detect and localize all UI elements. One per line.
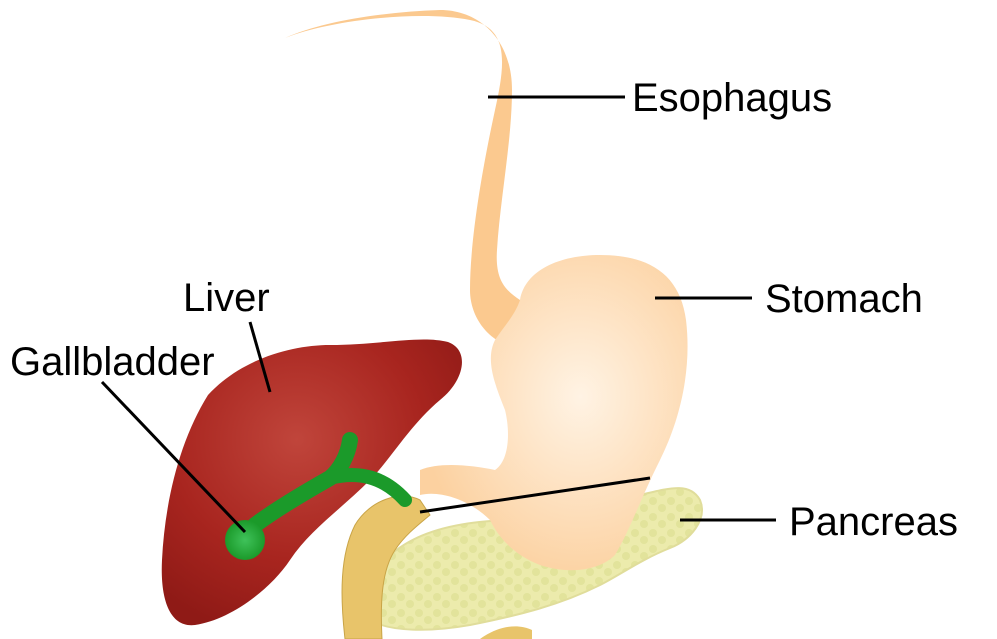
- gallbladder-shape: [225, 520, 265, 560]
- duodenum-lower: [480, 626, 532, 639]
- esophagus-shape: [285, 10, 535, 346]
- stomach-label: Stomach: [765, 277, 923, 321]
- pancreas-label: Pancreas: [789, 500, 958, 544]
- gallbladder-label: Gallbladder: [10, 340, 215, 384]
- esophagus-label: Esophagus: [632, 76, 832, 120]
- liver-label: Liver: [183, 276, 270, 320]
